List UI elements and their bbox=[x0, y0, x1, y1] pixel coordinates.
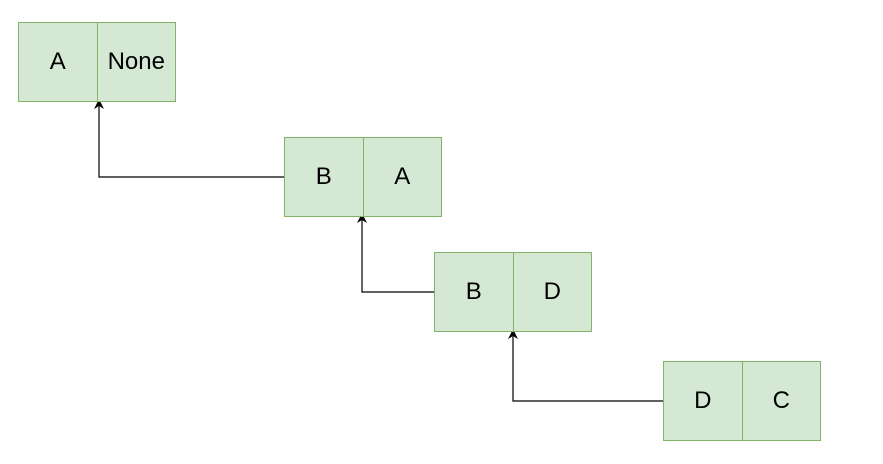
node-3-left-cell: B bbox=[434, 252, 514, 332]
edge-node-4-to-node-3 bbox=[508, 329, 663, 402]
node-2-right-cell: A bbox=[363, 137, 442, 217]
node-3-right-cell: D bbox=[513, 252, 592, 332]
node-1: A None bbox=[18, 22, 176, 102]
edge-node-3-to-node-2 bbox=[357, 213, 434, 293]
node-3: B D bbox=[434, 252, 592, 332]
edge-node-2-to-node-1 bbox=[94, 99, 284, 178]
node-2-left-cell: B bbox=[284, 137, 364, 217]
node-4: D C bbox=[663, 361, 821, 441]
node-4-right-cell: C bbox=[742, 361, 821, 441]
node-4-left-cell: D bbox=[663, 361, 743, 441]
node-2: B A bbox=[284, 137, 442, 217]
node-1-right-cell: None bbox=[97, 22, 176, 102]
node-1-left-cell: A bbox=[18, 22, 98, 102]
